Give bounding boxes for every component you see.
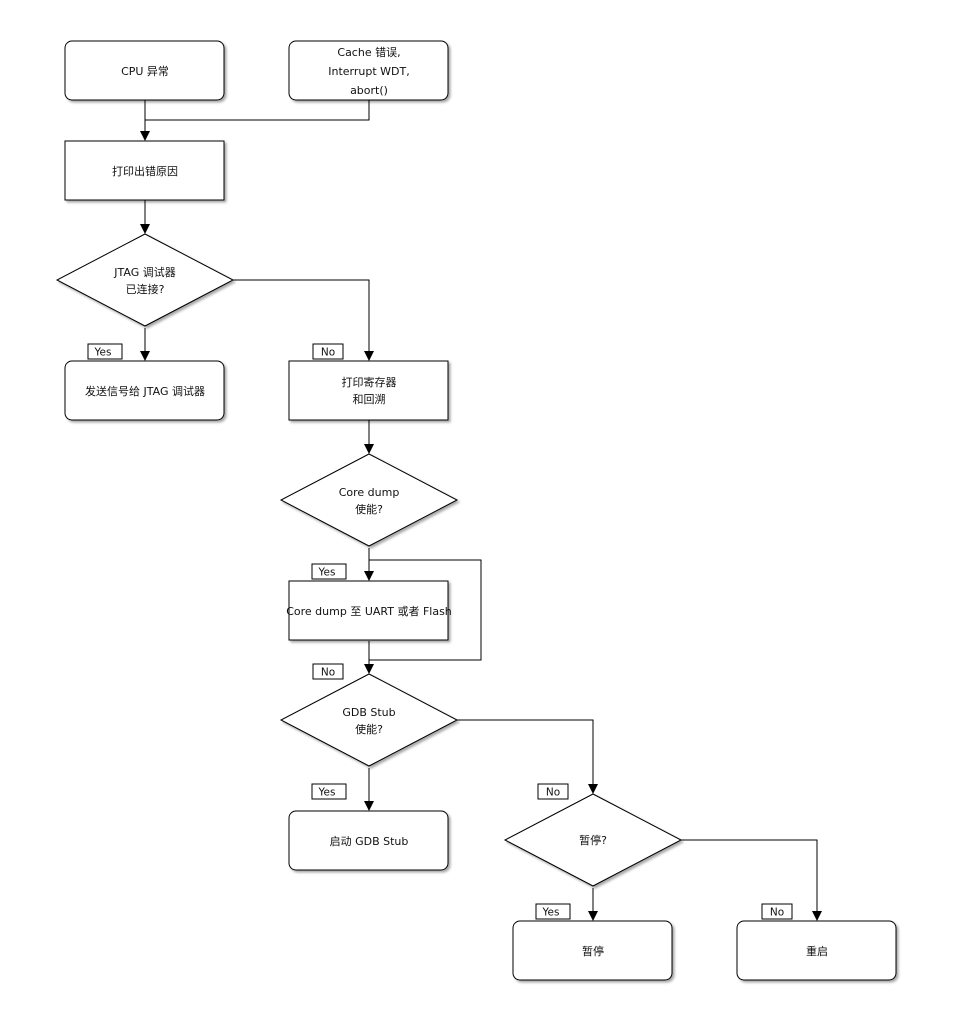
node-halt-label: 暂停 <box>582 944 604 958</box>
node-halt-question: 暂停? <box>503 793 683 887</box>
node-jtag-connected-line-2: 已连接? <box>126 283 165 296</box>
node-send-signal-jtag: 发送信号给 JTAG 调试器 <box>64 360 225 421</box>
node-core-dump-enabled-line-1: Core dump <box>339 486 400 499</box>
node-print-reason-label: 打印出错原因 <box>112 164 178 178</box>
tag-jtag-no-label: No <box>321 347 335 359</box>
node-other-errors: Cache 错误, Interrupt WDT, abort() <box>288 40 449 101</box>
node-halt: 暂停 <box>512 920 673 981</box>
node-restart: 重启 <box>736 920 897 981</box>
node-cpu-exception-label: CPU 异常 <box>121 65 169 78</box>
node-other-errors-line-3: abort() <box>350 84 388 97</box>
node-other-errors-line-2: Interrupt WDT, <box>328 65 409 78</box>
node-jtag-connected-line-1: JTAG 调试器 <box>113 266 175 279</box>
node-print-registers-line-2: 和回溯 <box>353 393 386 406</box>
node-send-signal-jtag-label: 发送信号给 JTAG 调试器 <box>85 384 205 398</box>
edge-tags: Yes No Yes No Yes No Yes No <box>87 343 793 920</box>
node-gdb-stub-enabled-line-2: 使能? <box>355 722 383 736</box>
nodes: CPU 异常 Cache 错误, Interrupt WDT, abort() … <box>55 40 897 981</box>
tag-halt-no: No <box>761 903 793 920</box>
tag-coredump-no-label: No <box>321 667 335 679</box>
node-print-registers: 打印寄存器 和回溯 <box>288 360 449 421</box>
edges <box>140 100 822 921</box>
edge-gdb-no <box>457 719 598 794</box>
node-gdb-stub-enabled: GDB Stub 使能? <box>279 673 459 767</box>
tag-jtag-no: No <box>312 343 344 360</box>
node-gdb-stub-enabled-line-1: GDB Stub <box>342 706 395 719</box>
node-core-dump-target: Core dump 至 UART 或者 Flash <box>286 580 452 641</box>
node-other-errors-line-1: Cache 错误, <box>337 45 400 59</box>
edge-errors-merge <box>145 100 370 121</box>
edge-coredump-no-bypass <box>369 559 482 661</box>
edge-halt-no <box>681 839 822 921</box>
node-start-gdb-stub: 启动 GDB Stub <box>288 810 449 871</box>
tag-jtag-yes-label: Yes <box>94 347 112 359</box>
node-core-dump-target-label: Core dump 至 UART 或者 Flash <box>286 605 452 618</box>
tag-coredump-yes: Yes <box>311 563 347 580</box>
node-core-dump-enabled-line-2: 使能? <box>355 502 383 516</box>
tag-jtag-yes: Yes <box>87 343 123 360</box>
node-halt-question-label: 暂停? <box>579 833 607 847</box>
node-print-reason: 打印出错原因 <box>64 140 225 201</box>
edge-jtag-no <box>233 279 374 361</box>
tag-gdb-yes: Yes <box>311 783 347 800</box>
tag-gdb-no: No <box>537 783 569 800</box>
tag-gdb-yes-label: Yes <box>318 787 336 799</box>
node-cpu-exception: CPU 异常 <box>64 40 225 101</box>
tag-gdb-no-label: No <box>546 787 560 799</box>
tag-halt-yes: Yes <box>535 903 571 920</box>
node-restart-label: 重启 <box>806 944 828 958</box>
tag-halt-yes-label: Yes <box>542 907 560 919</box>
node-start-gdb-stub-label: 启动 GDB Stub <box>330 835 409 848</box>
tag-coredump-yes-label: Yes <box>318 567 336 579</box>
node-print-registers-line-1: 打印寄存器 <box>342 375 397 389</box>
tag-coredump-no: No <box>312 663 344 680</box>
tag-halt-no-label: No <box>770 907 784 919</box>
node-core-dump-enabled: Core dump 使能? <box>279 453 459 547</box>
node-jtag-connected: JTAG 调试器 已连接? <box>55 233 235 327</box>
